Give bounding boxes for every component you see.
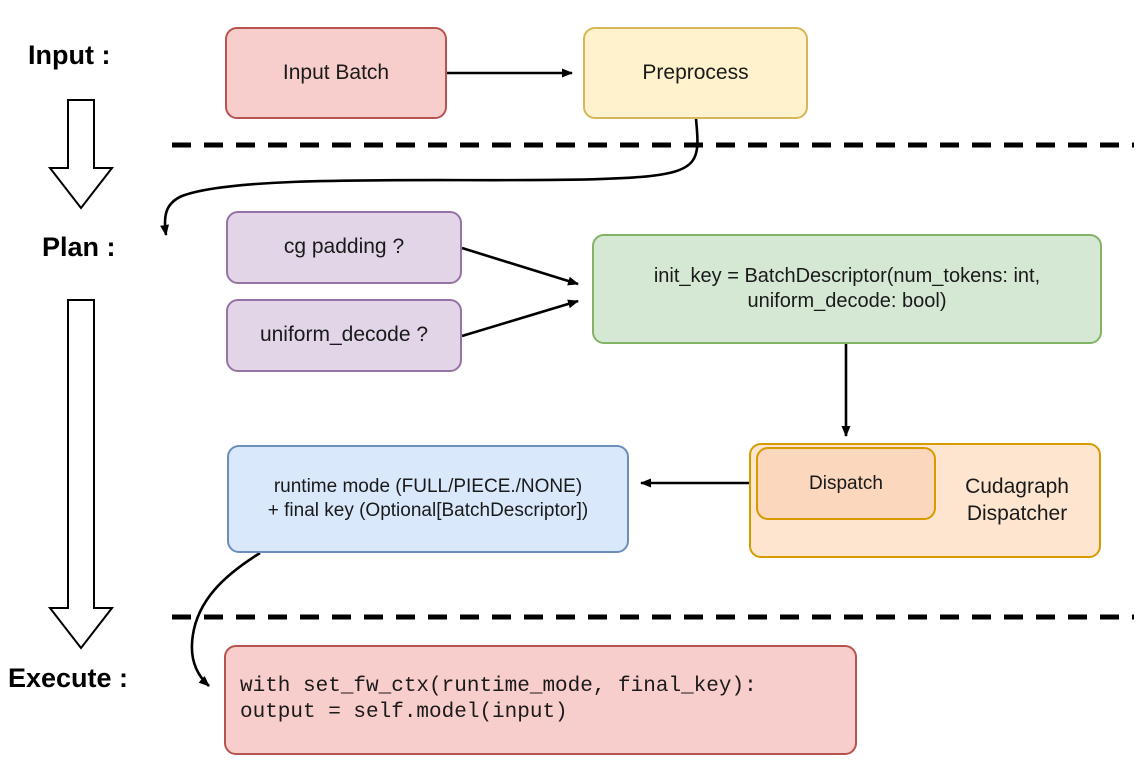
node-init-key-batch-descriptor[interactable]: init_key = BatchDescriptor(num_tokens: i… — [592, 234, 1102, 344]
node-input-batch[interactable]: Input Batch — [225, 27, 447, 119]
node-execute-code[interactable]: with set_fw_ctx(runtime_mode, final_key)… — [224, 645, 857, 755]
node-runtime-mode[interactable]: runtime mode (FULL/PIECE./NONE) + final … — [227, 445, 629, 553]
connector-uniform-decode-to-init-key — [461, 299, 579, 338]
flow-arrow-plan-to-execute — [47, 299, 115, 650]
stage-label-plan: Plan : — [42, 232, 116, 262]
stage-label-execute: Execute : — [8, 663, 129, 693]
node-preprocess[interactable]: Preprocess — [583, 27, 808, 119]
connector-cg-padding-to-init-key — [461, 246, 579, 286]
flow-arrow-input-to-plan — [47, 99, 115, 210]
stage-label-input: Input : — [28, 40, 111, 70]
node-cg-padding[interactable]: cg padding ? — [226, 211, 462, 284]
node-uniform-decode[interactable]: uniform_decode ? — [226, 299, 462, 372]
node-dispatch[interactable]: Dispatch — [756, 447, 936, 520]
